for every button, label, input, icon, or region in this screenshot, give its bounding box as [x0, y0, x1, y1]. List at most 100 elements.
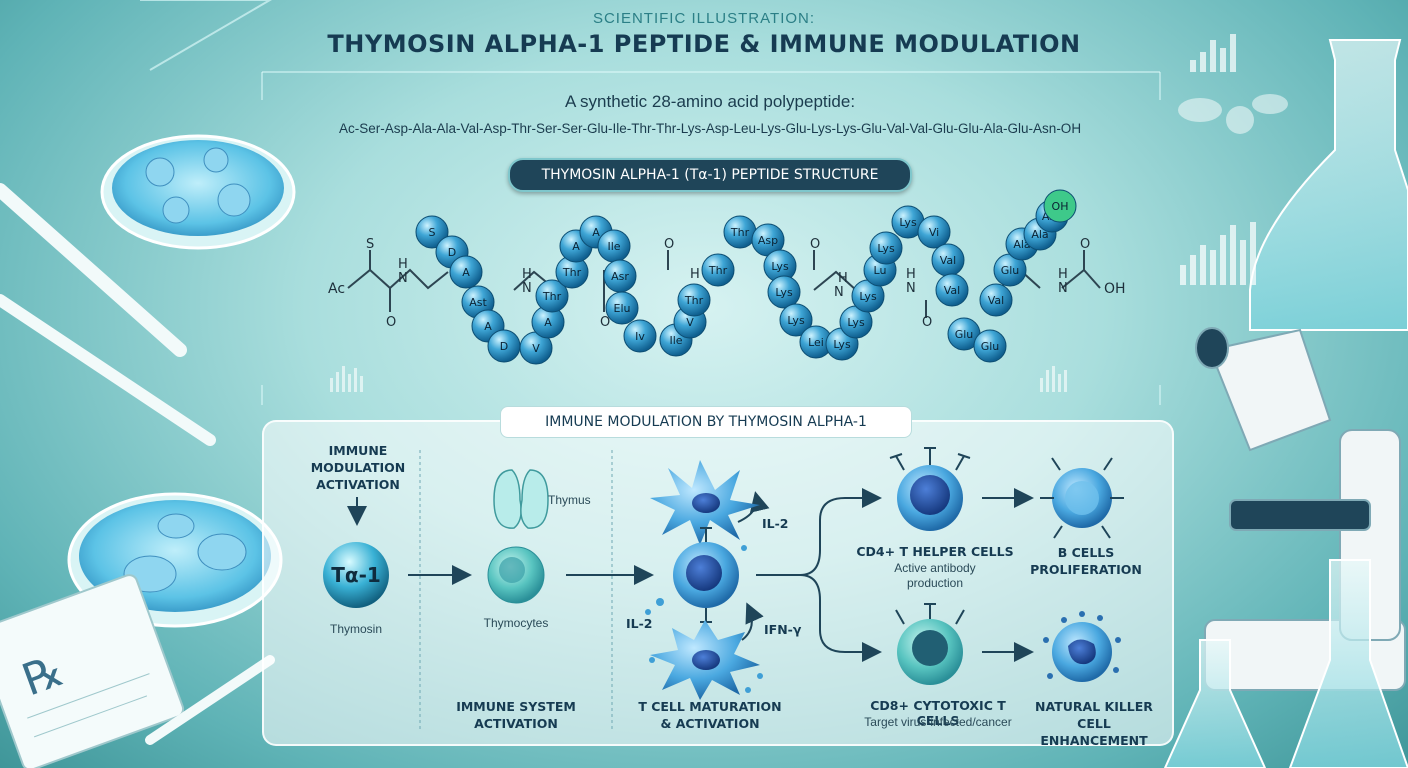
residue-bead-14: Elu	[605, 291, 639, 325]
svg-text:Elu: Elu	[614, 302, 631, 315]
svg-text:A: A	[592, 226, 600, 239]
svg-text:Glu: Glu	[955, 328, 974, 341]
svg-text:Asr: Asr	[611, 270, 629, 283]
residue-bead-2: A	[449, 255, 483, 289]
residue-bead-21: Asp	[751, 223, 785, 257]
tcell-maturation-label: T CELL MATURATION & ACTIVATION	[638, 699, 782, 731]
svg-text:A: A	[572, 240, 580, 253]
chem-atom-12: H	[838, 271, 848, 286]
residue-bead-32: Vi	[917, 215, 951, 249]
structure-title: THYMOSIN ALPHA-1 (Tα-1) PEPTIDE STRUCTUR…	[508, 158, 912, 192]
cd4-cell	[889, 447, 971, 531]
c-terminal-label: OH	[1104, 281, 1126, 297]
svg-text:D: D	[448, 246, 456, 259]
svg-text:Lys: Lys	[771, 260, 789, 273]
svg-text:Val: Val	[944, 284, 960, 297]
residue-bead-12: Ile	[597, 229, 631, 263]
svg-text:D: D	[500, 340, 508, 353]
residue-bead-20: Thr	[723, 215, 757, 249]
thymus-label: Thymus	[548, 493, 591, 507]
residue-bead-19: Thr	[701, 253, 735, 287]
cd8-sub-label: Target virus-infected/cancer	[864, 715, 1012, 729]
residue-bead-37: Val	[979, 283, 1013, 317]
svg-text:Asp: Asp	[758, 234, 778, 247]
svg-text:Lys: Lys	[833, 338, 851, 351]
svg-text:Ala: Ala	[1031, 228, 1048, 241]
residue-bead-13: Asr	[603, 259, 637, 293]
svg-text:Lei: Lei	[808, 336, 824, 349]
svg-text:Val: Val	[940, 254, 956, 267]
chem-atom-0: S	[366, 237, 374, 252]
ifn-gamma-label: IFN-γ	[764, 622, 802, 637]
il2-top-label: IL-2	[762, 516, 789, 531]
chem-atom-4: H	[522, 267, 532, 282]
residue-bead-28: Lys	[851, 279, 885, 313]
thymocytes-label: Thymocytes	[483, 616, 549, 630]
svg-text:S: S	[429, 226, 436, 239]
svg-text:Ile: Ile	[607, 240, 620, 253]
nk-label: NATURAL KILLER CELL ENHANCEMENT	[1035, 699, 1153, 748]
immune-system-activation-label: IMMUNE SYSTEM ACTIVATION	[456, 699, 576, 731]
page-title: THYMOSIN ALPHA-1 PEPTIDE & IMMUNE MODULA…	[327, 30, 1081, 58]
b-cell	[1040, 457, 1124, 539]
chem-atom-7: O	[664, 237, 674, 252]
thymosin-label: Thymosin	[329, 622, 382, 636]
il2-left-label: IL-2	[626, 616, 653, 631]
residue-bead-42: OH	[1043, 189, 1077, 223]
chem-atom-11: N	[834, 285, 844, 300]
arrow-to-cd8	[799, 574, 882, 662]
cd4-label: CD4+ T HELPER CELLS	[856, 544, 1014, 559]
dendritic-cell-top	[650, 460, 760, 545]
residue-bead-35: Glu	[947, 317, 981, 351]
svg-text:Thr: Thr	[542, 290, 562, 303]
residue-bead-30: Lys	[869, 231, 903, 265]
residue-bead-27: Lys	[839, 305, 873, 339]
svg-text:Lys: Lys	[899, 216, 917, 229]
svg-text:A: A	[462, 266, 470, 279]
residue-bead-36: Glu	[973, 329, 1007, 363]
il2-loop-arrow	[737, 491, 770, 523]
chem-atom-6: O	[600, 315, 610, 330]
svg-text:Thr: Thr	[708, 264, 728, 277]
immune-modulation-activation-label: IMMUNE MODULATION ACTIVATION	[310, 443, 406, 492]
ta1-sphere	[323, 542, 389, 608]
svg-text:V: V	[532, 342, 540, 355]
svg-text:A: A	[544, 316, 552, 329]
chem-atom-18: N	[1058, 281, 1068, 296]
b-cells-label: B CELLS PROLIFERATION	[1030, 545, 1142, 577]
svg-text:Lys: Lys	[775, 286, 793, 299]
residue-bead-31: Lys	[891, 205, 925, 239]
svg-text:Thr: Thr	[562, 266, 582, 279]
ta1-label: Tα-1	[331, 563, 381, 587]
svg-text:Val: Val	[988, 294, 1004, 307]
residue-bead-8: Thr	[535, 279, 569, 313]
immune-section-title: IMMUNE MODULATION BY THYMOSIN ALPHA-1	[500, 406, 912, 438]
residue-bead-15: Iv	[623, 319, 657, 353]
chem-atom-3: O	[386, 315, 396, 330]
arrow-to-cd4	[756, 488, 882, 576]
cd8-label: CD8+ CYTOTOXIC T CELLS	[870, 698, 1006, 728]
chem-atom-10: O	[810, 237, 820, 252]
svg-text:Thr: Thr	[730, 226, 750, 239]
residue-bead-24: Lys	[779, 303, 813, 337]
chem-atom-17: H	[1058, 267, 1068, 282]
nk-cell	[1043, 611, 1121, 682]
header-kicker: SCIENTIFIC ILLUSTRATION:	[592, 10, 816, 27]
chem-atom-15: N	[906, 281, 916, 296]
chem-atom-13: O	[922, 315, 932, 330]
chem-atom-14: H	[906, 267, 916, 282]
cd4-sub-label: Active antibody production	[894, 561, 976, 590]
svg-text:V: V	[686, 316, 694, 329]
chem-atom-5: N	[522, 281, 532, 296]
chem-atom-8: H	[690, 267, 700, 282]
svg-text:Glu: Glu	[981, 340, 1000, 353]
svg-text:Lu: Lu	[874, 264, 887, 277]
residue-bead-7: A	[531, 305, 565, 339]
chem-atom-1: H	[398, 257, 408, 272]
residue-bead-33: Val	[931, 243, 965, 277]
residue-bead-38: Glu	[993, 253, 1027, 287]
residue-bead-9: Thr	[555, 255, 589, 289]
peptide-structure: SHNOHNOOHNONHOHNOHN SDAAstADVAThrThrAAIl…	[328, 189, 1126, 365]
